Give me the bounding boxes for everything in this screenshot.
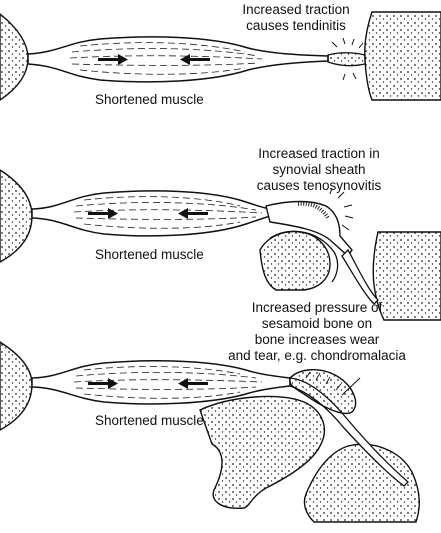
right-bone-1 [364,11,441,101]
annotation-line: causes tendinitis [246,18,346,33]
arrow-right-1 [98,54,128,65]
right-bone-2 [372,231,441,321]
panel-2-muscle-label: Shortened muscle [95,247,204,262]
arrow-left-3 [178,378,208,389]
left-bone-2 [0,169,33,263]
arrow-left-1 [180,54,210,65]
arrow-right-2 [88,208,118,219]
annotation-line: causes tenosynovitis [256,178,382,193]
panel-1-muscle-label: Shortened muscle [95,92,204,107]
articular-bone-2 [259,230,331,291]
muscle-belly-2 [31,190,271,237]
annotation-line: sesamoid bone on [261,316,373,331]
muscle-belly-1 [27,36,329,83]
panel-3-annotation: Increased pressure of sesamoid bone on b… [196,300,438,364]
annotation-line: and tear, e.g. chondromalacia [228,348,406,363]
synovial-sheath-2 [265,200,353,258]
arrow-left-2 [178,208,208,219]
lower-joint-bone-3 [303,443,420,523]
panel-1-drawing [0,11,441,101]
annotation-line: Increased traction [242,2,350,17]
panel-1-annotation: Increased traction causes tendinitis [230,2,362,34]
panel-2-annotation: Increased traction in synovial sheath ca… [243,146,395,194]
tendon-inflamed-1 [327,52,366,67]
panel-3-drawing [0,341,420,523]
left-bone-1 [0,13,29,101]
annotation-line: Increased pressure of [251,300,383,315]
left-bone-3 [0,341,33,431]
annotation-line: bone increases wear [254,332,380,347]
annotation-line: synovial sheath [272,162,366,177]
annotation-line: Increased traction in [258,146,380,161]
sesamoid-bone-3 [288,369,357,415]
panel-2-drawing [0,169,441,321]
upper-joint-bone-3 [199,395,325,509]
panel-3-muscle-label: Shortened muscle [95,413,204,428]
tendon-2 [341,248,379,305]
arrow-right-3 [88,378,118,389]
